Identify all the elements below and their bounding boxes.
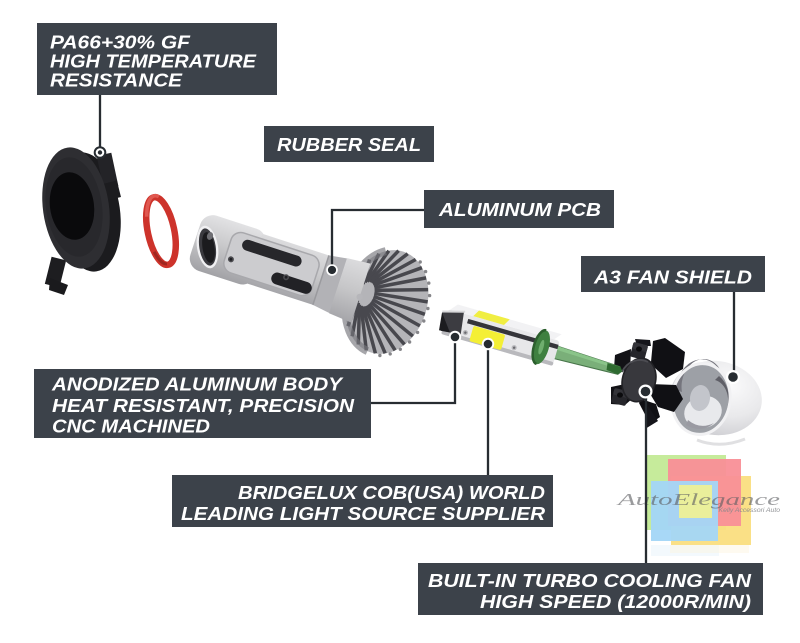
svg-text:A3 FAN SHIELD: A3 FAN SHIELD <box>593 268 752 288</box>
svg-text:ANODIZED ALUMINUM BODY: ANODIZED ALUMINUM BODY <box>51 375 344 395</box>
svg-text:CNC MACHINED: CNC MACHINED <box>52 417 210 437</box>
svg-text:PA66+30% GF: PA66+30% GF <box>50 33 191 53</box>
svg-text:HIGH TEMPERATURE: HIGH TEMPERATURE <box>50 52 257 72</box>
svg-text:RUBBER SEAL: RUBBER SEAL <box>277 135 421 155</box>
svg-text:AutoElegance: AutoElegance <box>616 490 780 509</box>
svg-text:HIGH SPEED (12000R/MIN): HIGH SPEED (12000R/MIN) <box>480 592 751 612</box>
svg-text:LEADING LIGHT SOURCE SUPPLIER: LEADING LIGHT SOURCE SUPPLIER <box>181 504 545 524</box>
svg-text:HEAT RESISTANT, PRECISION: HEAT RESISTANT, PRECISION <box>52 396 355 416</box>
svg-text:RESISTANCE: RESISTANCE <box>50 71 183 91</box>
svg-text:BUILT-IN TURBO COOLING FAN: BUILT-IN TURBO COOLING FAN <box>428 571 752 591</box>
svg-text:ALUMINUM PCB: ALUMINUM PCB <box>438 200 601 220</box>
svg-text:BRIDGELUX COB(USA) WORLD: BRIDGELUX COB(USA) WORLD <box>238 483 545 503</box>
svg-text:Kelly Accessori Auto: Kelly Accessori Auto <box>719 507 781 514</box>
